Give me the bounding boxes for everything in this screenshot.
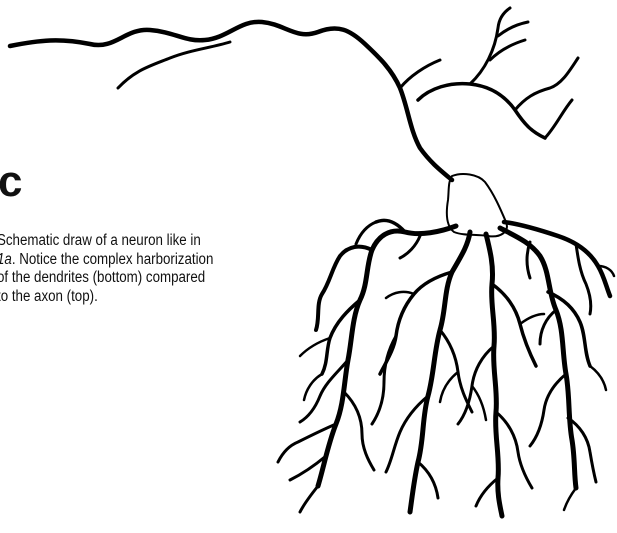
- axon: [10, 8, 578, 180]
- dendrites: [278, 220, 614, 516]
